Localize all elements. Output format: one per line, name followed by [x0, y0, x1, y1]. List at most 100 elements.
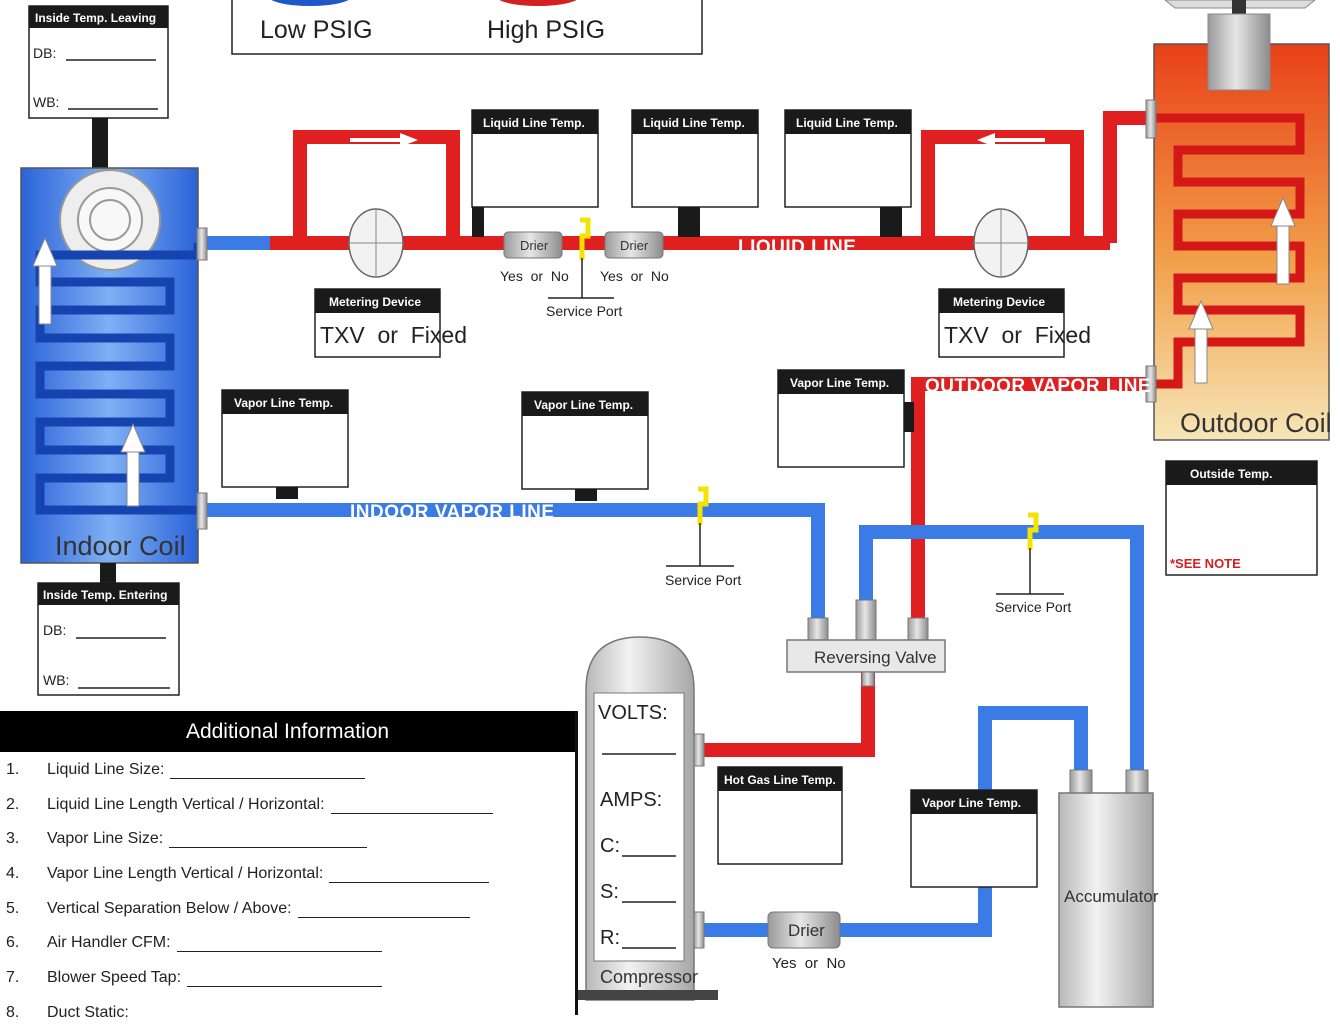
flow-arrow-left: [977, 133, 1045, 147]
outdoor-coil-label: Outdoor Coil: [1180, 408, 1332, 438]
svg-text:Yes or No: Yes or No: [500, 268, 569, 284]
service-port-liquid: Service Port: [546, 217, 622, 319]
additional-information-panel: Additional Information 1.Liquid Line Siz…: [0, 711, 578, 1021]
suction-drier: Drier Yes or No: [767, 911, 846, 972]
service-port-icon: [579, 217, 591, 260]
blower-duct: [92, 118, 108, 168]
additional-information-title: Additional Information: [0, 711, 575, 752]
svg-text:Drier: Drier: [520, 238, 549, 253]
vapor-temp-box-2: Vapor Line Temp.: [521, 391, 649, 501]
additional-information-list: 1.Liquid Line Size: 2.Liquid Line Length…: [0, 752, 575, 1030]
inside-temp-entering-box: Inside Temp. Entering DB: WB:: [37, 582, 180, 696]
return-duct: [100, 563, 116, 585]
outdoor-coil-tube: [1155, 113, 1305, 389]
reversing-valve-label: Reversing Valve: [814, 648, 937, 667]
inside-leaving-title: Inside Temp. Leaving: [35, 11, 156, 25]
outdoor-coil: Outdoor Coil: [1145, 0, 1332, 441]
amps-r-label: R:: [600, 927, 620, 949]
inside-entering-title: Inside Temp. Entering: [43, 588, 167, 602]
vertical-separation-field[interactable]: [297, 903, 470, 918]
reversing-valve-icon: [786, 639, 946, 673]
list-item: 8.Duct Static:: [6, 1003, 129, 1021]
high-psig-label: High PSIG: [487, 16, 605, 44]
blue-pipes: [205, 236, 1144, 937]
svg-text:Service Port: Service Port: [546, 303, 622, 319]
liquid-drier-1: Drier Yes or No: [500, 231, 569, 284]
vapor-temp-box-3: Vapor Line Temp.: [777, 369, 914, 468]
indoor-coil: Indoor Coil: [20, 167, 208, 564]
inside-leaving-wb: WB:: [33, 94, 59, 110]
svg-text:Drier: Drier: [620, 238, 649, 253]
svg-text:Drier: Drier: [788, 921, 825, 940]
svg-text:Yes or No: Yes or No: [772, 955, 846, 972]
list-item: 3.Vapor Line Size:: [0, 821, 575, 856]
indoor-coil-label: Indoor Coil: [55, 531, 186, 561]
indoor-vapor-line-label: INDOOR VAPOR LINE: [350, 502, 555, 523]
service-port-icon: [697, 486, 709, 525]
outside-temp-title: Outside Temp.: [1190, 467, 1272, 481]
blower-speed-tap-label: Blower Speed Tap:: [47, 969, 182, 987]
amps-s-label: S:: [600, 881, 619, 903]
flow-arrow-right: [350, 133, 418, 147]
drier-icon: [767, 911, 841, 949]
red-pipes: [270, 111, 1150, 757]
liquid-temp-box-3: Liquid Line Temp.: [784, 109, 912, 237]
volts-label: VOLTS:: [598, 702, 668, 724]
amps-c-label: C:: [600, 835, 620, 857]
vapor-line-size-field[interactable]: [169, 833, 368, 849]
accumulator-icon: [1058, 792, 1154, 1008]
air-handler-cfm-label: Air Handler CFM:: [47, 934, 171, 952]
svg-text:TXV or Fixed: TXV or Fixed: [320, 322, 467, 348]
svg-text:Liquid Line Temp.: Liquid Line Temp.: [643, 116, 745, 130]
svg-text:Metering Device: Metering Device: [953, 295, 1045, 309]
gauge-box: Low PSIG High PSIG: [231, 0, 703, 55]
accumulator-label: Accumulator: [1064, 887, 1159, 906]
liquid-line-size-field[interactable]: [170, 764, 366, 779]
vapor-line-length-field[interactable]: [329, 868, 490, 884]
list-item: 7.Blower Speed Tap:: [0, 960, 575, 995]
svg-text:Yes or No: Yes or No: [600, 268, 669, 284]
hot-gas-temp-box: Hot Gas Line Temp.: [717, 766, 843, 865]
outdoor-vapor-line-label: OUTDOOR VAPOR LINE: [925, 376, 1151, 397]
reversing-valve: Reversing Valve: [786, 599, 946, 687]
amps-label: AMPS:: [600, 789, 662, 811]
vapor-line-length-label: Vapor Line Length Vertical / Horizontal:: [47, 865, 324, 883]
svg-text:Metering Device: Metering Device: [329, 295, 421, 309]
svg-text:Liquid Line Temp.: Liquid Line Temp.: [796, 116, 898, 130]
liquid-line-length-field[interactable]: [330, 799, 493, 814]
drier-icon: [503, 231, 563, 259]
low-gauge-icon: [271, 0, 349, 6]
high-gauge-icon: [499, 0, 577, 6]
liquid-temp-box-1: Liquid Line Temp.: [471, 109, 599, 237]
accumulator: Accumulator: [1058, 769, 1159, 1008]
list-item: 6.Air Handler CFM:: [0, 925, 575, 960]
air-handler-cfm-field[interactable]: [176, 937, 382, 953]
inside-temp-leaving-box: Inside Temp. Leaving DB: WB:: [28, 5, 169, 119]
metering-device-left: Metering Device TXV or Fixed: [314, 208, 467, 358]
inside-entering-wb: WB:: [43, 672, 69, 688]
svg-text:Liquid Line Temp.: Liquid Line Temp.: [483, 116, 585, 130]
service-port-suction: Service Port: [995, 512, 1071, 615]
see-note-label: *SEE NOTE: [1170, 556, 1241, 571]
blower-speed-tap-field[interactable]: [187, 972, 383, 988]
inside-leaving-db: DB:: [33, 45, 56, 61]
outside-temp-box: Outside Temp. *SEE NOTE: [1165, 460, 1318, 576]
liquid-drier-2: Drier Yes or No: [600, 231, 669, 284]
low-psig-label: Low PSIG: [260, 16, 373, 44]
airflow-arrow-icon: [32, 236, 146, 507]
list-item: 5.Vertical Separation Below / Above:: [0, 891, 575, 926]
airflow-arrow-icon: [1188, 196, 1296, 384]
vapor-line-size-label: Vapor Line Size:: [47, 830, 164, 848]
vertical-separation-label: Vertical Separation Below / Above:: [47, 899, 292, 917]
svg-text:TXV or Fixed: TXV or Fixed: [944, 322, 1091, 348]
list-item: 1.Liquid Line Size:: [0, 752, 575, 787]
svg-text:Vapor Line Temp.: Vapor Line Temp.: [790, 376, 889, 390]
duct-static-label: Duct Static:: [47, 1003, 129, 1021]
inside-entering-db: DB:: [43, 622, 66, 638]
vapor-temp-box-4: Vapor Line Temp.: [910, 789, 1038, 888]
fan-motor-icon: [1207, 13, 1271, 91]
svg-text:Vapor Line Temp.: Vapor Line Temp.: [534, 398, 633, 412]
liquid-line-length-label: Liquid Line Length Vertical / Horizontal…: [47, 795, 325, 813]
service-port-icon: [1027, 512, 1039, 550]
